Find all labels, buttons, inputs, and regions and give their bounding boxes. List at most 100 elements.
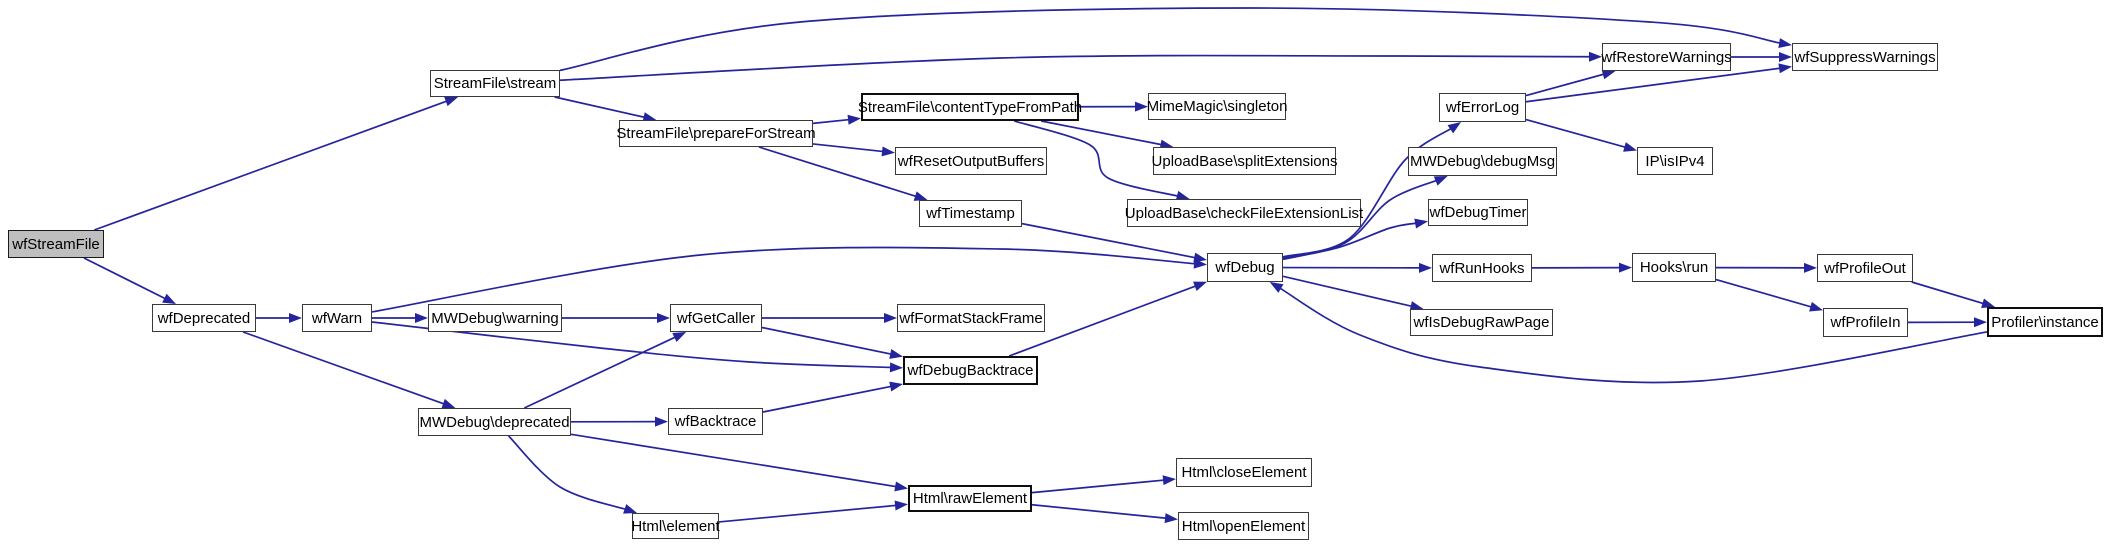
node-label: wfTimestamp — [926, 205, 1015, 222]
edge-contentTypeFromPath-checkFileExtensionList — [1013, 120, 1182, 198]
node-checkFileExtensionList[interactable]: UploadBase\checkFileExtensionList — [1125, 199, 1363, 227]
node-label: wfDebug — [1215, 259, 1275, 276]
edge-contentTypeFromPath-splitExtensions — [1041, 120, 1165, 147]
arrowhead-wfGetCaller-wfDebugBacktrace — [889, 349, 903, 359]
node-label: wfIsDebugRawPage — [1413, 314, 1550, 331]
arrowhead-wfStreamFile-wfDeprecated — [162, 293, 176, 304]
node-label: Html\element — [631, 517, 720, 535]
node-label: wfWarn — [311, 309, 363, 327]
edge-stream-wfSuppressWarnings — [559, 7, 1784, 72]
edge-profilerInstance-wfDebug — [1277, 285, 1988, 384]
node-wfWarn[interactable]: wfWarn — [302, 304, 372, 332]
node-label: wfProfileIn — [1830, 314, 1901, 331]
arrowhead-wfDebug-wfIsDebugRawPage — [1409, 301, 1424, 311]
node-label: wfSuppressWarnings — [1794, 48, 1936, 66]
arrowhead-wfWarn-wfDebug — [1193, 258, 1207, 269]
node-splitExtensions[interactable]: UploadBase\splitExtensions — [1152, 147, 1337, 175]
arrowhead-mwDeprecated-wfGetCaller — [672, 332, 687, 343]
node-label: wfRestoreWarnings — [1601, 48, 1732, 66]
arrowhead-wfRunHooks-hooksRun — [1618, 262, 1632, 273]
node-label: IP\isIPv4 — [1645, 152, 1705, 170]
edge-wfDebug-wfIsDebugRawPage — [1282, 275, 1415, 308]
node-mimeMagicSingleton[interactable]: MimeMagic\singleton — [1147, 93, 1287, 120]
node-label: wfResetOutputBuffers — [897, 152, 1045, 170]
node-mwDeprecated[interactable]: MWDebug\deprecated — [418, 408, 571, 436]
edge-wfTimestamp-wfDebug — [1021, 222, 1199, 260]
node-wfProfileOut[interactable]: wfProfileOut — [1817, 254, 1913, 282]
node-wfRunHooks[interactable]: wfRunHooks — [1432, 254, 1532, 282]
node-wfRestoreWarnings[interactable]: wfRestoreWarnings — [1601, 43, 1732, 71]
edge-prepareForStream-wfTimestamp — [758, 146, 920, 199]
arrowhead-wfStreamFile-stream — [444, 96, 459, 107]
node-htmlRawElement[interactable]: Html\rawElement — [908, 485, 1032, 512]
arrowhead-wfDebug-wfDebugTimer — [1414, 218, 1428, 229]
node-wfTimestamp[interactable]: wfTimestamp — [919, 200, 1022, 227]
arrowhead-contentTypeFromPath-checkFileExtensionList — [1175, 190, 1190, 201]
node-label: UploadBase\checkFileExtensionList — [1124, 204, 1364, 222]
edge-prepareForStream-wfResetOutputBuffers — [812, 143, 887, 153]
arrowhead-wfProfileOut-profilerInstance — [1981, 298, 1995, 309]
node-wfDebugBacktrace[interactable]: wfDebugBacktrace — [903, 356, 1038, 385]
node-label: Hooks\run — [1639, 259, 1709, 276]
arrowhead-contentTypeFromPath-mimeMagicSingleton — [1134, 101, 1148, 112]
arrowhead-hooksRun-wfProfileOut — [1803, 262, 1817, 273]
edge-wfErrorLog-wfRestoreWarnings — [1525, 72, 1608, 97]
edge-wfDebug-wfDebugTimer — [1282, 222, 1420, 261]
node-label: Profiler\instance — [1991, 313, 2099, 331]
node-wfGetCaller[interactable]: wfGetCaller — [670, 304, 762, 332]
edge-stream-prepareForStream — [554, 96, 648, 119]
node-mwWarning[interactable]: MWDebug\warning — [428, 304, 562, 332]
node-label: wfErrorLog — [1445, 99, 1520, 116]
node-wfStreamFile: wfStreamFile — [8, 230, 104, 258]
node-htmlOpenElement[interactable]: Html\openElement — [1178, 512, 1309, 540]
node-profilerInstance[interactable]: Profiler\instance — [1987, 307, 2103, 337]
node-wfResetOutputBuffers[interactable]: wfResetOutputBuffers — [895, 147, 1047, 175]
node-wfBacktrace[interactable]: wfBacktrace — [668, 408, 763, 435]
node-label: MimeMagic\singleton — [1146, 98, 1288, 115]
node-wfErrorLog[interactable]: wfErrorLog — [1439, 93, 1526, 122]
node-stream[interactable]: StreamFile\stream — [430, 70, 560, 97]
node-hooksRun[interactable]: Hooks\run — [1632, 253, 1716, 282]
node-label: wfRunHooks — [1439, 259, 1525, 277]
node-wfProfileIn[interactable]: wfProfileIn — [1823, 308, 1908, 337]
node-wfSuppressWarnings[interactable]: wfSuppressWarnings — [1792, 43, 1938, 71]
arrowhead-stream-wfSuppressWarnings — [1778, 38, 1792, 48]
node-wfDebugTimer[interactable]: wfDebugTimer — [1428, 199, 1528, 226]
node-htmlCloseElement[interactable]: Html\closeElement — [1176, 458, 1312, 487]
node-prepareForStream[interactable]: StreamFile\prepareForStream — [616, 120, 816, 147]
edge-htmlRawElement-htmlOpenElement — [1031, 503, 1170, 520]
node-debugMsg[interactable]: MWDebug\debugMsg — [1408, 147, 1557, 176]
arrowhead-wfRestoreWarnings-wfSuppressWarnings — [1779, 52, 1792, 62]
arrowhead-wfErrorLog-ipIsIPv4 — [1623, 142, 1637, 152]
edge-wfProfileOut-profilerInstance — [1911, 281, 1987, 306]
node-label: wfDebugBacktrace — [907, 362, 1034, 379]
node-label: wfBacktrace — [674, 413, 757, 430]
arrowhead-wfDebug-wfRunHooks — [1418, 262, 1432, 273]
edge-htmlRawElement-htmlCloseElement — [1031, 478, 1168, 494]
edge-wfStreamFile-wfDeprecated — [83, 257, 169, 301]
arrowhead-wfDebug-debugMsg — [1433, 176, 1448, 186]
arrowhead-prepareForStream-wfResetOutputBuffers — [881, 146, 895, 157]
node-label: wfGetCaller — [676, 309, 756, 327]
arrowhead-prepareForStream-wfTimestamp — [913, 191, 928, 201]
node-label: wfFormatStackFrame — [899, 309, 1043, 327]
node-contentTypeFromPath[interactable]: StreamFile\contentTypeFromPath — [858, 93, 1082, 121]
edge-wfDeprecated-mwDeprecated — [242, 331, 448, 406]
node-label: StreamFile\contentTypeFromPath — [857, 98, 1083, 116]
arrowhead-stream-wfRestoreWarnings — [1588, 51, 1602, 62]
node-wfFormatStackFrame[interactable]: wfFormatStackFrame — [897, 304, 1045, 332]
node-label: Html\openElement — [1181, 517, 1306, 535]
node-wfDeprecated[interactable]: wfDeprecated — [152, 304, 256, 332]
node-label: wfDeprecated — [157, 309, 251, 327]
node-label: MWDebug\deprecated — [419, 413, 570, 431]
node-htmlElement[interactable]: Html\element — [631, 513, 720, 539]
node-label: MWDebug\debugMsg — [1409, 153, 1556, 170]
node-wfDebug[interactable]: wfDebug — [1207, 253, 1283, 282]
arrowhead-wfErrorLog-wfRestoreWarnings — [1601, 69, 1616, 80]
node-label: StreamFile\prepareForStream — [616, 125, 816, 142]
node-wfIsDebugRawPage[interactable]: wfIsDebugRawPage — [1410, 309, 1553, 336]
node-ipIsIPv4[interactable]: IP\isIPv4 — [1637, 147, 1713, 175]
node-label: Html\rawElement — [912, 490, 1028, 507]
